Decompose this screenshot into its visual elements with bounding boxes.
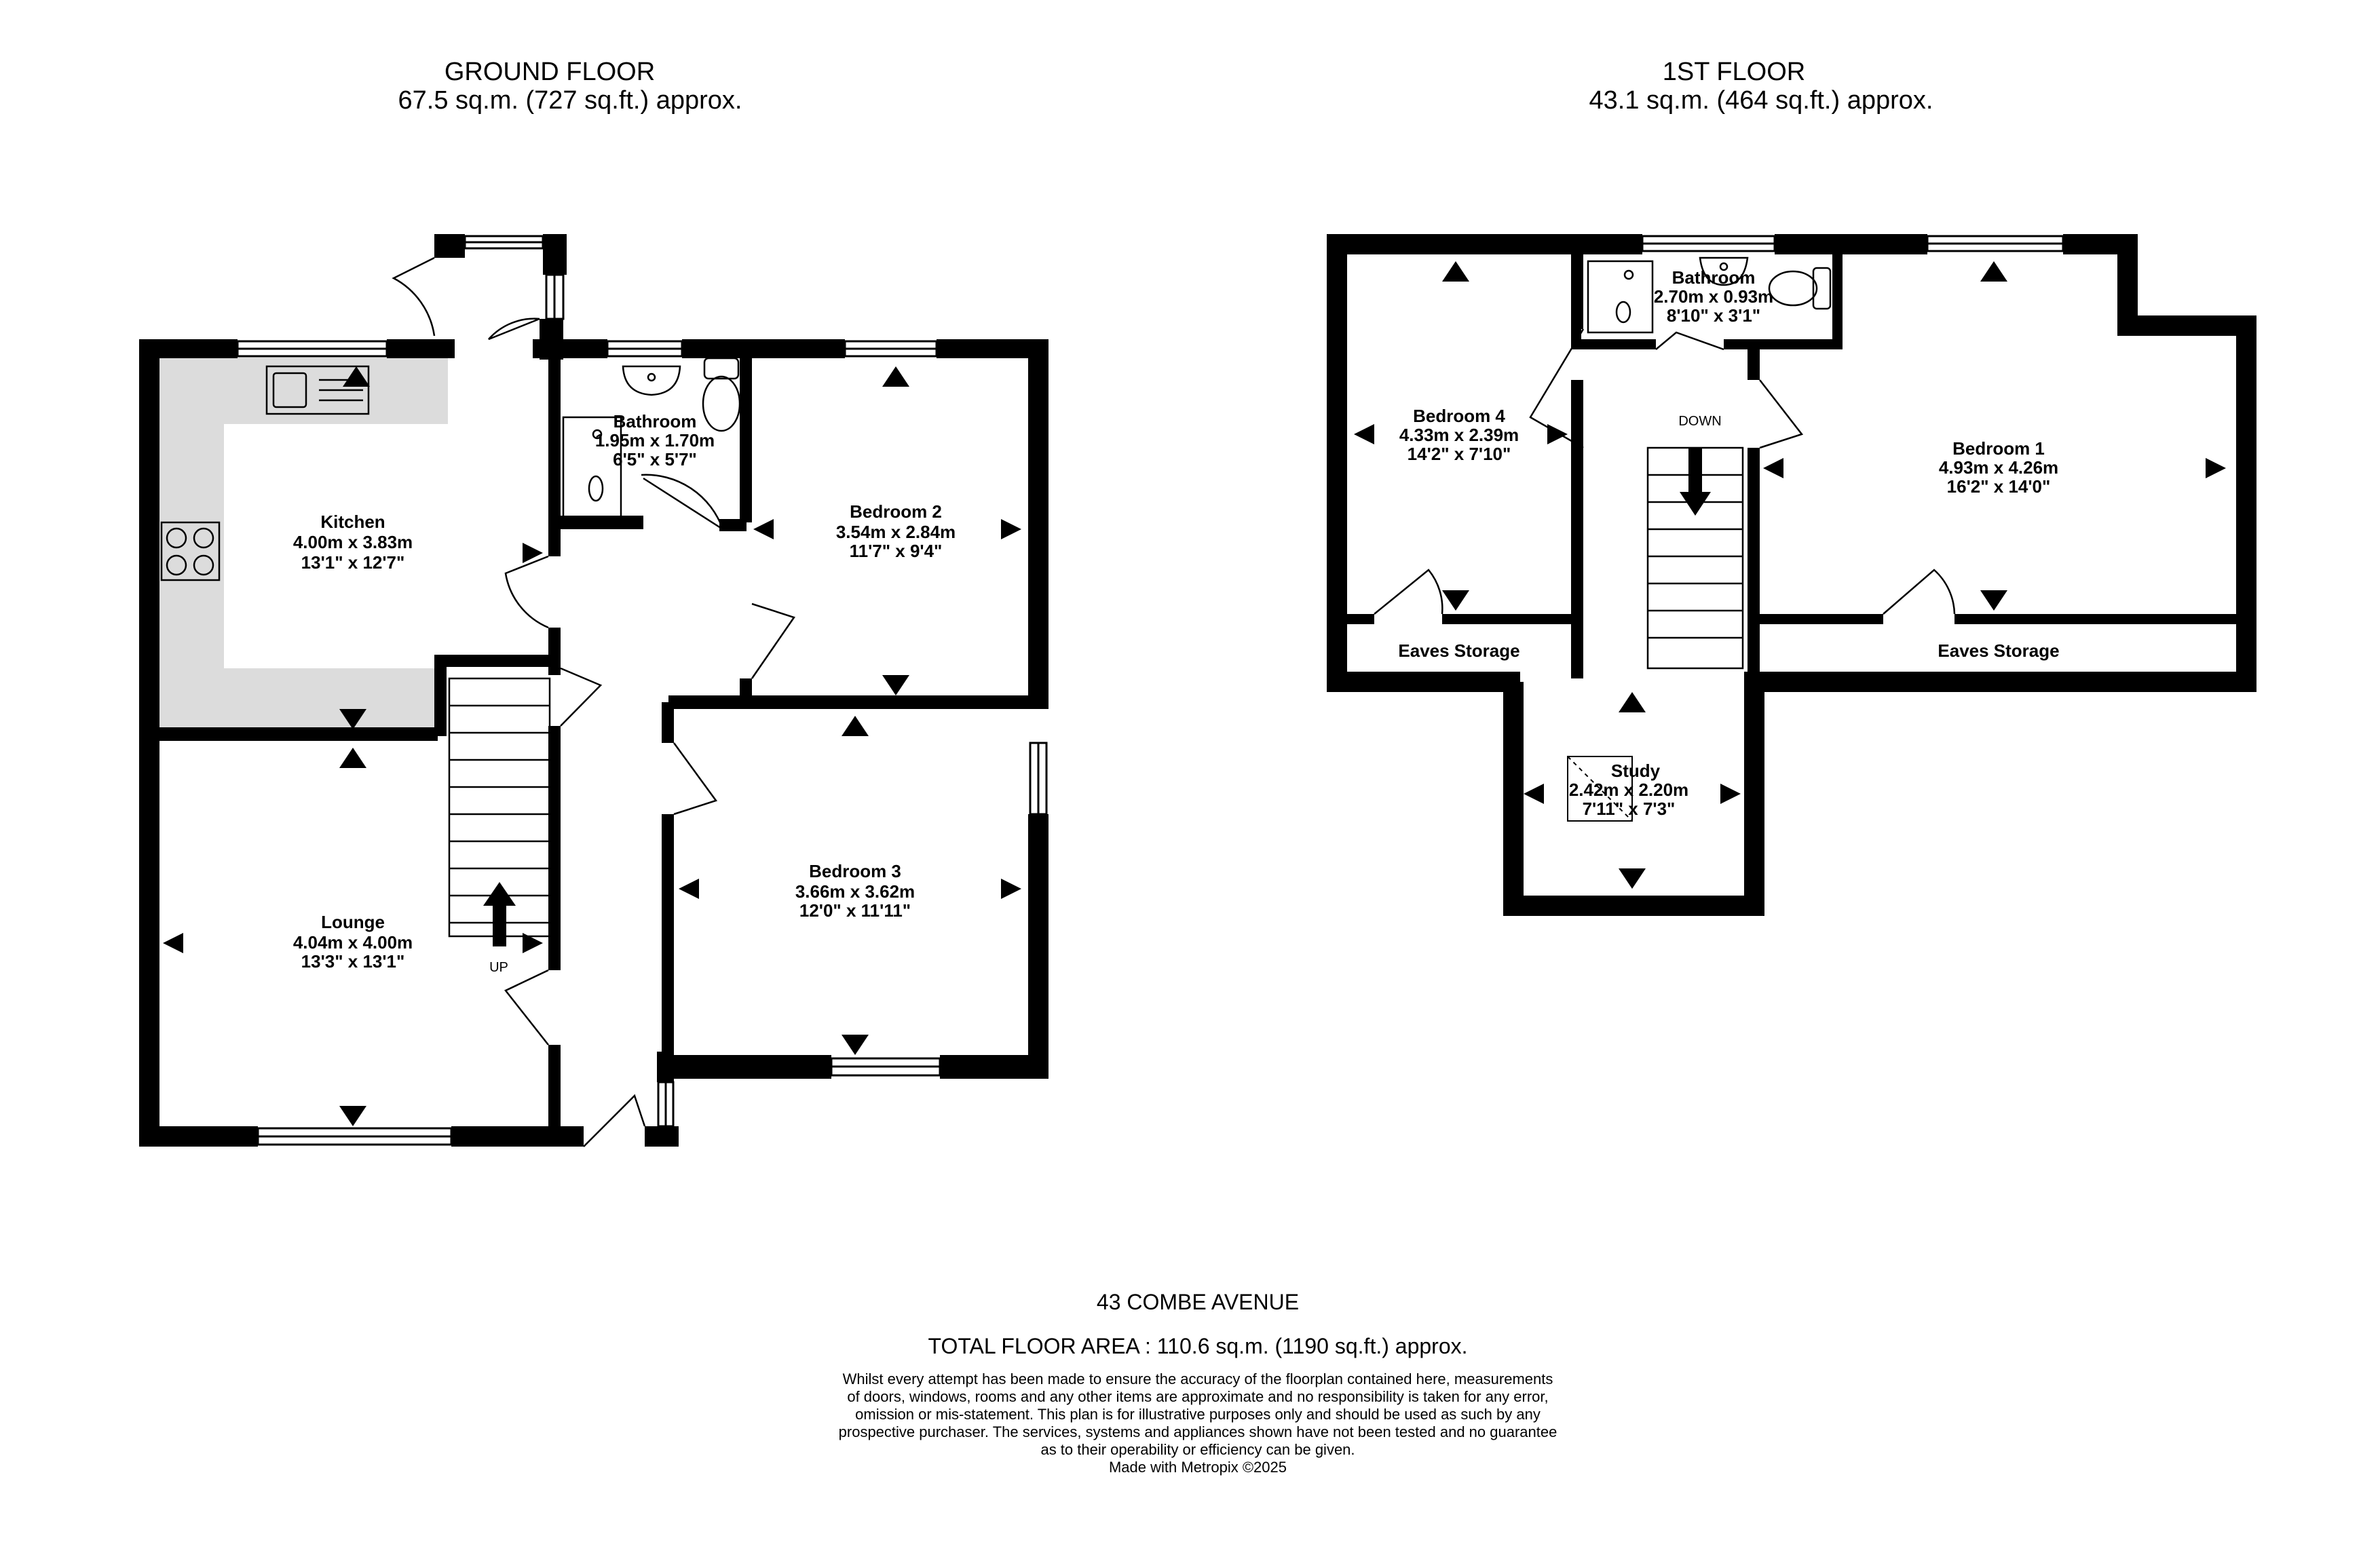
gf-bathroom-name: Bathroom xyxy=(613,411,697,432)
gf-bathroom-imperial: 6'5" x 5'7" xyxy=(613,449,697,469)
first-stairs xyxy=(1646,446,1744,670)
bedroom1-metric: 4.93m x 4.26m xyxy=(1939,457,2058,478)
ground-measure-arrows xyxy=(163,366,1021,1126)
study-imperial: 7'11" x 7'3" xyxy=(1583,799,1676,819)
total-floor-area: TOTAL FLOOR AREA : 110.6 sq.m. (1190 sq.… xyxy=(928,1334,1468,1358)
first-walls xyxy=(1327,234,2256,916)
first-measure-arrows xyxy=(1354,261,2226,889)
disclaimer-line: Whilst every attempt has been made to en… xyxy=(843,1370,1553,1387)
ground-floor-area: 67.5 sq.m. (727 sq.ft.) approx. xyxy=(398,86,742,115)
eaves-left-name: Eaves Storage xyxy=(1398,640,1519,661)
stairs-up-arrow-icon xyxy=(483,882,516,946)
kitchen-imperial: 13'1" x 12'7" xyxy=(301,552,405,573)
bedroom4-imperial: 14'2" x 7'10" xyxy=(1408,444,1511,464)
ff-bathroom-metric: 2.70m x 0.93m xyxy=(1654,286,1773,307)
bedroom3-name: Bedroom 3 xyxy=(809,861,901,881)
bath-sink-icon xyxy=(622,365,681,396)
lounge-name: Lounge xyxy=(321,912,385,932)
first-doors xyxy=(1374,328,1956,615)
lounge-metric: 4.04m x 4.00m xyxy=(293,932,413,953)
ground-floor-plan: UP xyxy=(139,234,1049,1147)
kitchen-metric: 4.00m x 3.83m xyxy=(293,532,413,552)
ff-shower-icon xyxy=(1587,260,1654,334)
toilet-icon xyxy=(702,357,741,432)
ff-bathroom-name: Bathroom xyxy=(1672,267,1756,288)
ff-toilet-icon xyxy=(1768,267,1832,310)
eaves-right-name: Eaves Storage xyxy=(1938,640,2059,661)
ground-doors xyxy=(392,256,795,1147)
stairs-down-label: DOWN xyxy=(1678,414,1721,429)
ground-walls xyxy=(139,234,1049,1147)
study-metric: 2.42m x 2.20m xyxy=(1569,780,1688,800)
first-floor-title: 1ST FLOOR xyxy=(1663,58,1805,86)
ground-floor-title: GROUND FLOOR xyxy=(445,58,655,86)
bedroom2-metric: 3.54m x 2.84m xyxy=(836,522,956,542)
bedroom4-metric: 4.33m x 2.39m xyxy=(1399,425,1519,445)
skylight-icon xyxy=(1567,756,1633,822)
hob-icon xyxy=(160,521,221,581)
stairs-up-label: UP xyxy=(489,960,508,975)
bedroom1-imperial: 16'2" x 14'0" xyxy=(1947,476,2051,497)
disclaimer-line: omission or mis-statement. This plan is … xyxy=(855,1406,1541,1423)
bedroom3-imperial: 12'0" x 11'11" xyxy=(799,900,911,921)
study-name: Study xyxy=(1611,761,1661,781)
kitchen-floor xyxy=(153,358,448,733)
bedroom2-name: Bedroom 2 xyxy=(850,501,942,522)
first-windows xyxy=(1641,235,2064,252)
first-floor-plan: DOWN xyxy=(1327,234,2256,916)
disclaimer-line: of doors, windows, rooms and any other i… xyxy=(847,1388,1548,1405)
bedroom3-metric: 3.66m x 3.62m xyxy=(795,881,915,902)
credit-line: Made with Metropix ©2025 xyxy=(1109,1459,1287,1476)
kitchen-name: Kitchen xyxy=(320,512,385,532)
bedroom4-name: Bedroom 4 xyxy=(1413,406,1505,426)
disclaimer-line: as to their operability or efficiency ca… xyxy=(1040,1441,1355,1458)
bedroom2-imperial: 11'7" x 9'4" xyxy=(850,541,943,561)
lounge-imperial: 13'3" x 13'1" xyxy=(301,951,405,972)
ground-windows xyxy=(236,235,1048,1146)
first-floor-area: 43.1 sq.m. (464 sq.ft.) approx. xyxy=(1589,86,1933,115)
gf-bathroom-metric: 1.95m x 1.70m xyxy=(595,430,715,450)
address: 43 COMBE AVENUE xyxy=(1097,1290,1299,1314)
stairs-down-arrow-icon xyxy=(1680,448,1711,516)
bedroom1-name: Bedroom 1 xyxy=(1952,438,2045,459)
disclaimer-line: prospective purchaser. The services, sys… xyxy=(839,1423,1557,1440)
shower-icon xyxy=(562,416,622,520)
ff-bathroom-imperial: 8'10" x 3'1" xyxy=(1667,305,1760,326)
ff-sink-icon xyxy=(1699,256,1749,286)
